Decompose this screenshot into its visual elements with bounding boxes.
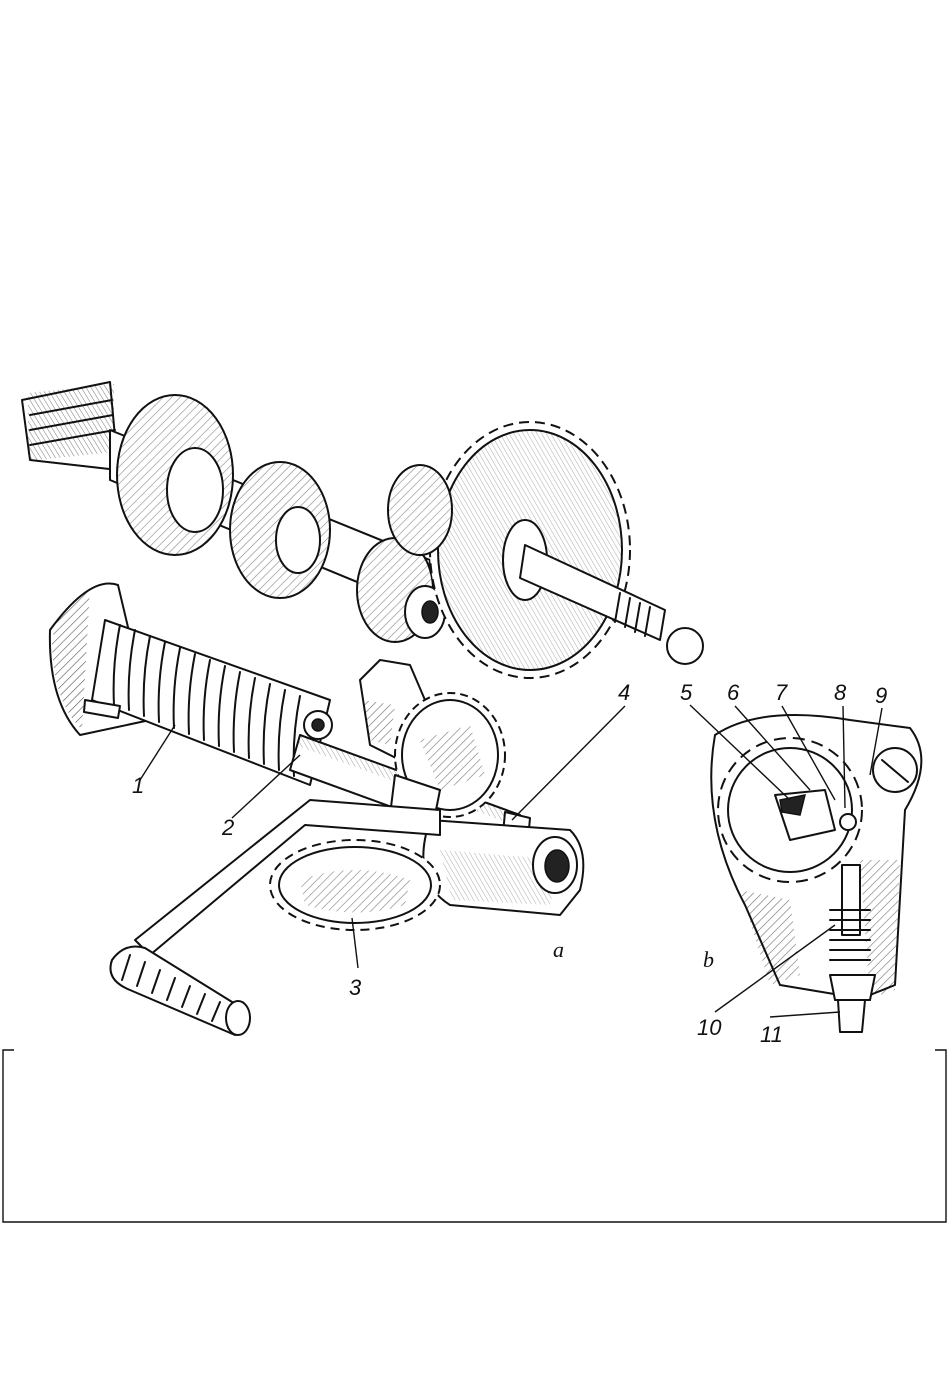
pawl-pivot: [840, 814, 856, 830]
part-label-10: 10: [697, 1015, 722, 1040]
output-gear-assembly: [388, 422, 703, 678]
adjusting-screw: [838, 1000, 865, 1032]
detent-plunger: [842, 865, 860, 935]
part-label-1: 1: [132, 773, 144, 798]
shaft-ball-end: [667, 628, 703, 664]
subfigure-label-b: b: [703, 947, 714, 972]
plunger-plug: [830, 975, 875, 1000]
part-label-6: 6: [727, 680, 740, 705]
part-label-9: 9: [875, 683, 887, 708]
part-label-2: 2: [221, 815, 234, 840]
ratchet-gear-3: [270, 840, 440, 930]
part-label-3: 3: [349, 975, 362, 1000]
subfigure-label-a: a: [553, 937, 564, 962]
part-label-8: 8: [834, 680, 847, 705]
handle-end-cap: [226, 1001, 250, 1035]
part-label-5: 5: [680, 680, 693, 705]
part-label-4: 4: [618, 680, 630, 705]
caption-frame: [3, 1050, 946, 1222]
part-label-7: 7: [775, 680, 788, 705]
part-label-11: 11: [760, 1022, 783, 1047]
detail-b-assembly: [711, 715, 921, 1032]
